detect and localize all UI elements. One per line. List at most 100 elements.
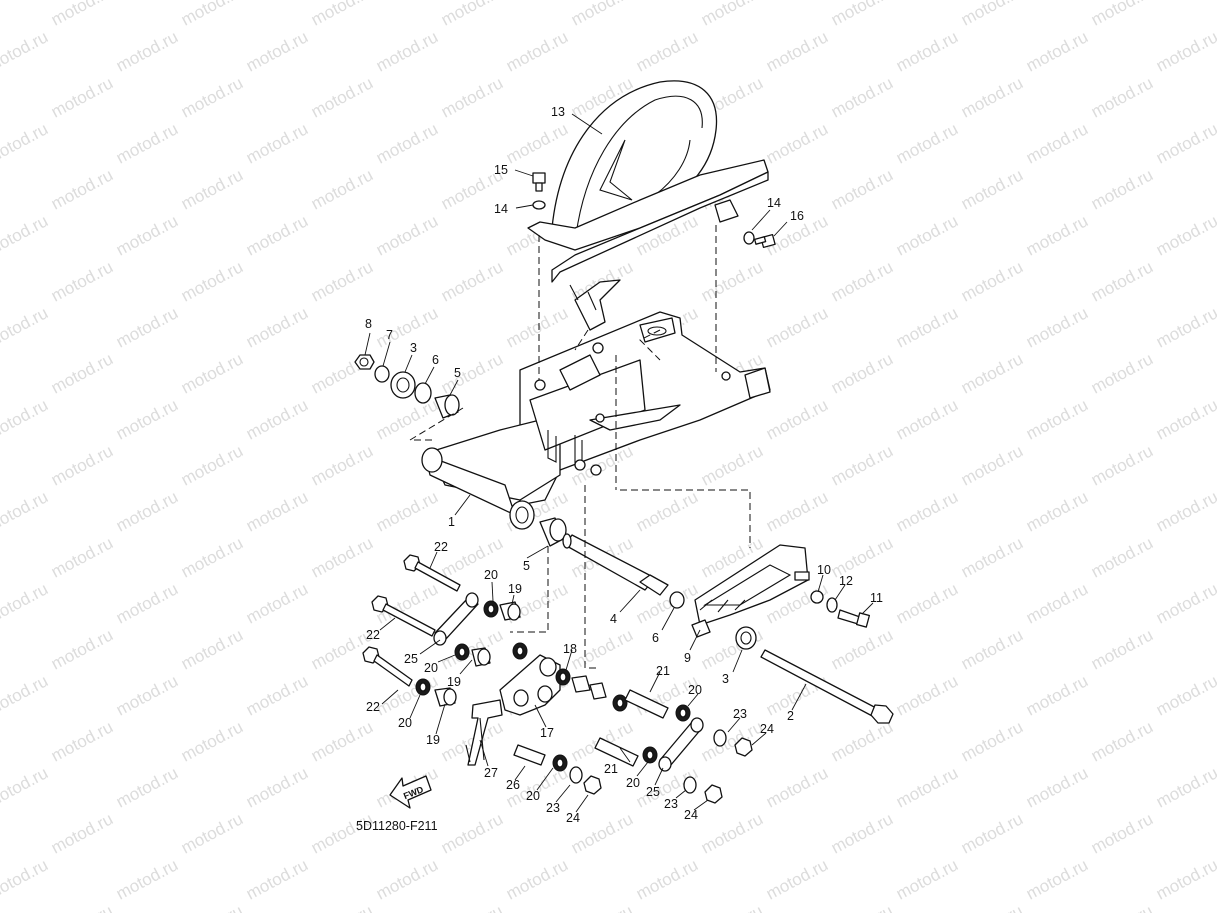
watermark-text: motod.ru: [1023, 763, 1091, 811]
watermark-text: motod.ru: [698, 0, 766, 30]
watermark-text: motod.ru: [1088, 625, 1156, 673]
bolt-15: [532, 172, 546, 192]
watermark-text: motod.ru: [178, 533, 246, 581]
watermark-text: motod.ru: [763, 395, 831, 443]
watermark-text: motod.ru: [958, 809, 1026, 857]
watermark-text: motod.ru: [0, 487, 51, 535]
callout-14: 14: [494, 202, 508, 216]
callout-22: 22: [434, 540, 448, 554]
watermark-text: motod.ru: [958, 73, 1026, 121]
callout-17: 17: [540, 726, 554, 740]
callout-16: 16: [790, 209, 804, 223]
callout-20: 20: [626, 776, 640, 790]
watermark-text: motod.ru: [243, 487, 311, 535]
watermark-text: motod.ru: [308, 165, 376, 213]
watermark-text: motod.ru: [828, 165, 896, 213]
callout-19: 19: [447, 675, 461, 689]
watermark-text: motod.ru: [113, 211, 181, 259]
watermark-text: motod.ru: [48, 257, 116, 305]
watermark-text: motod.ru: [893, 579, 961, 627]
watermark-text: motod.ru: [958, 165, 1026, 213]
watermark-text: motod.ru: [113, 27, 181, 75]
bolt-16: [754, 233, 776, 249]
leader-lines: [364, 113, 874, 813]
watermark-text: motod.ru: [178, 809, 246, 857]
watermark-text: motod.ru: [48, 349, 116, 397]
washer-14-right: [743, 231, 755, 245]
watermark-text: motod.ru: [893, 855, 961, 903]
watermark-text: motod.ru: [308, 257, 376, 305]
watermark-text: motod.ru: [503, 27, 571, 75]
watermark-text: motod.ru: [568, 625, 636, 673]
relay-arm-17: [499, 654, 561, 716]
bolt-22-b: [371, 595, 436, 637]
callout-24: 24: [684, 808, 698, 822]
watermark-text: motod.ru: [1023, 855, 1091, 903]
watermark-text: motod.ru: [1023, 487, 1091, 535]
watermark-text: motod.ru: [373, 395, 441, 443]
watermark-text: motod.ru: [828, 441, 896, 489]
watermark-text: motod.ru: [503, 303, 571, 351]
watermark-text: motod.ru: [0, 579, 51, 627]
watermark-text: motod.ru: [893, 671, 961, 719]
watermark-text: motod.ru: [893, 487, 961, 535]
watermark-text: motod.ru: [958, 0, 1026, 30]
watermark-text: motod.ru: [48, 533, 116, 581]
swingarm: [421, 311, 771, 530]
watermark-text: motod.ru: [893, 303, 961, 351]
callout-2: 2: [787, 709, 794, 723]
watermark-text: motod.ru: [958, 349, 1026, 397]
callout-20: 20: [526, 789, 540, 803]
watermark-text: motod.ru: [0, 27, 51, 75]
watermark-text: motod.ru: [178, 257, 246, 305]
callout-1: 1: [448, 515, 455, 529]
callout-25: 25: [404, 652, 418, 666]
watermark-text: motod.ru: [633, 27, 701, 75]
watermark-text: motod.ru: [1088, 809, 1156, 857]
watermark-text: motod.ru: [1023, 119, 1091, 167]
watermark-text: motod.ru: [438, 73, 506, 121]
callout-14: 14: [767, 196, 781, 210]
watermark-text: motod.ru: [373, 487, 441, 535]
watermark-text: motod.ru: [1153, 303, 1217, 351]
watermark-text: motod.ru: [1153, 763, 1217, 811]
callout-4: 4: [610, 612, 617, 626]
watermark-text: motod.ru: [243, 303, 311, 351]
watermark-text: motod.ru: [178, 0, 246, 30]
callout-5: 5: [523, 559, 530, 573]
watermark-text: motod.ru: [1088, 165, 1156, 213]
watermark-text: motod.ru: [828, 809, 896, 857]
collars-21-26: [513, 689, 669, 767]
watermark-text: motod.ru: [113, 119, 181, 167]
watermark-text: motod.ru: [1153, 487, 1217, 535]
watermark-text: motod.ru: [1088, 0, 1156, 30]
chain-guard-upper: [527, 159, 769, 331]
watermark-text: motod.ru: [958, 901, 1026, 913]
callout-20: 20: [424, 661, 438, 675]
pivot-nut-8: [354, 354, 375, 370]
watermark-text: motod.ru: [373, 119, 441, 167]
watermark-text: motod.ru: [958, 441, 1026, 489]
connecting-rod-25-lower: [658, 717, 704, 772]
thrust-cover-3-lower: [735, 626, 757, 650]
watermark-text: motod.ru: [113, 671, 181, 719]
watermark-text: motod.ru: [633, 487, 701, 535]
diagram-code: 5D11280-F211: [356, 819, 438, 833]
watermark-text: motod.ru: [893, 119, 961, 167]
watermark-text: motod.ru: [373, 27, 441, 75]
watermark-text: motod.ru: [828, 73, 896, 121]
watermark-text: motod.ru: [438, 901, 506, 913]
callout-10: 10: [817, 563, 831, 577]
callout-20: 20: [688, 683, 702, 697]
watermark-text: motod.ru: [308, 901, 376, 913]
watermark-text: motod.ru: [243, 27, 311, 75]
watermark-text: motod.ru: [308, 0, 376, 30]
callout-18: 18: [563, 642, 577, 656]
callout-23: 23: [664, 797, 678, 811]
watermark-text: motod.ru: [1088, 717, 1156, 765]
watermark-text: motod.ru: [308, 717, 376, 765]
callout-15: 15: [494, 163, 508, 177]
watermark-text: motod.ru: [958, 257, 1026, 305]
watermark-text: motod.ru: [48, 165, 116, 213]
callout-labels: 13 15 14 14 16 8 7 3 6 5 1 5 22 20 19 22…: [365, 105, 883, 825]
